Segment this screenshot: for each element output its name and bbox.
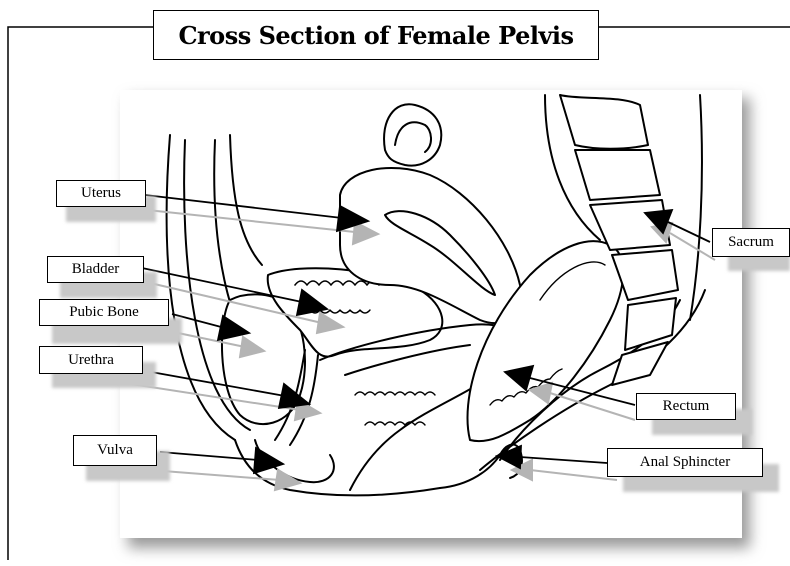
label-rectum: Rectum bbox=[636, 393, 736, 420]
label-pubic-bone: Pubic Bone bbox=[39, 299, 169, 326]
label-urethra: Urethra bbox=[39, 346, 143, 374]
label-anal-sphincter: Anal Sphincter bbox=[607, 448, 763, 477]
label-uterus: Uterus bbox=[56, 180, 146, 207]
label-vulva: Vulva bbox=[73, 435, 157, 466]
diagram-title: Cross Section of Female Pelvis bbox=[178, 21, 573, 50]
label-bladder: Bladder bbox=[47, 256, 144, 283]
label-sacrum: Sacrum bbox=[712, 228, 790, 257]
diagram-title-box: Cross Section of Female Pelvis bbox=[153, 10, 599, 60]
